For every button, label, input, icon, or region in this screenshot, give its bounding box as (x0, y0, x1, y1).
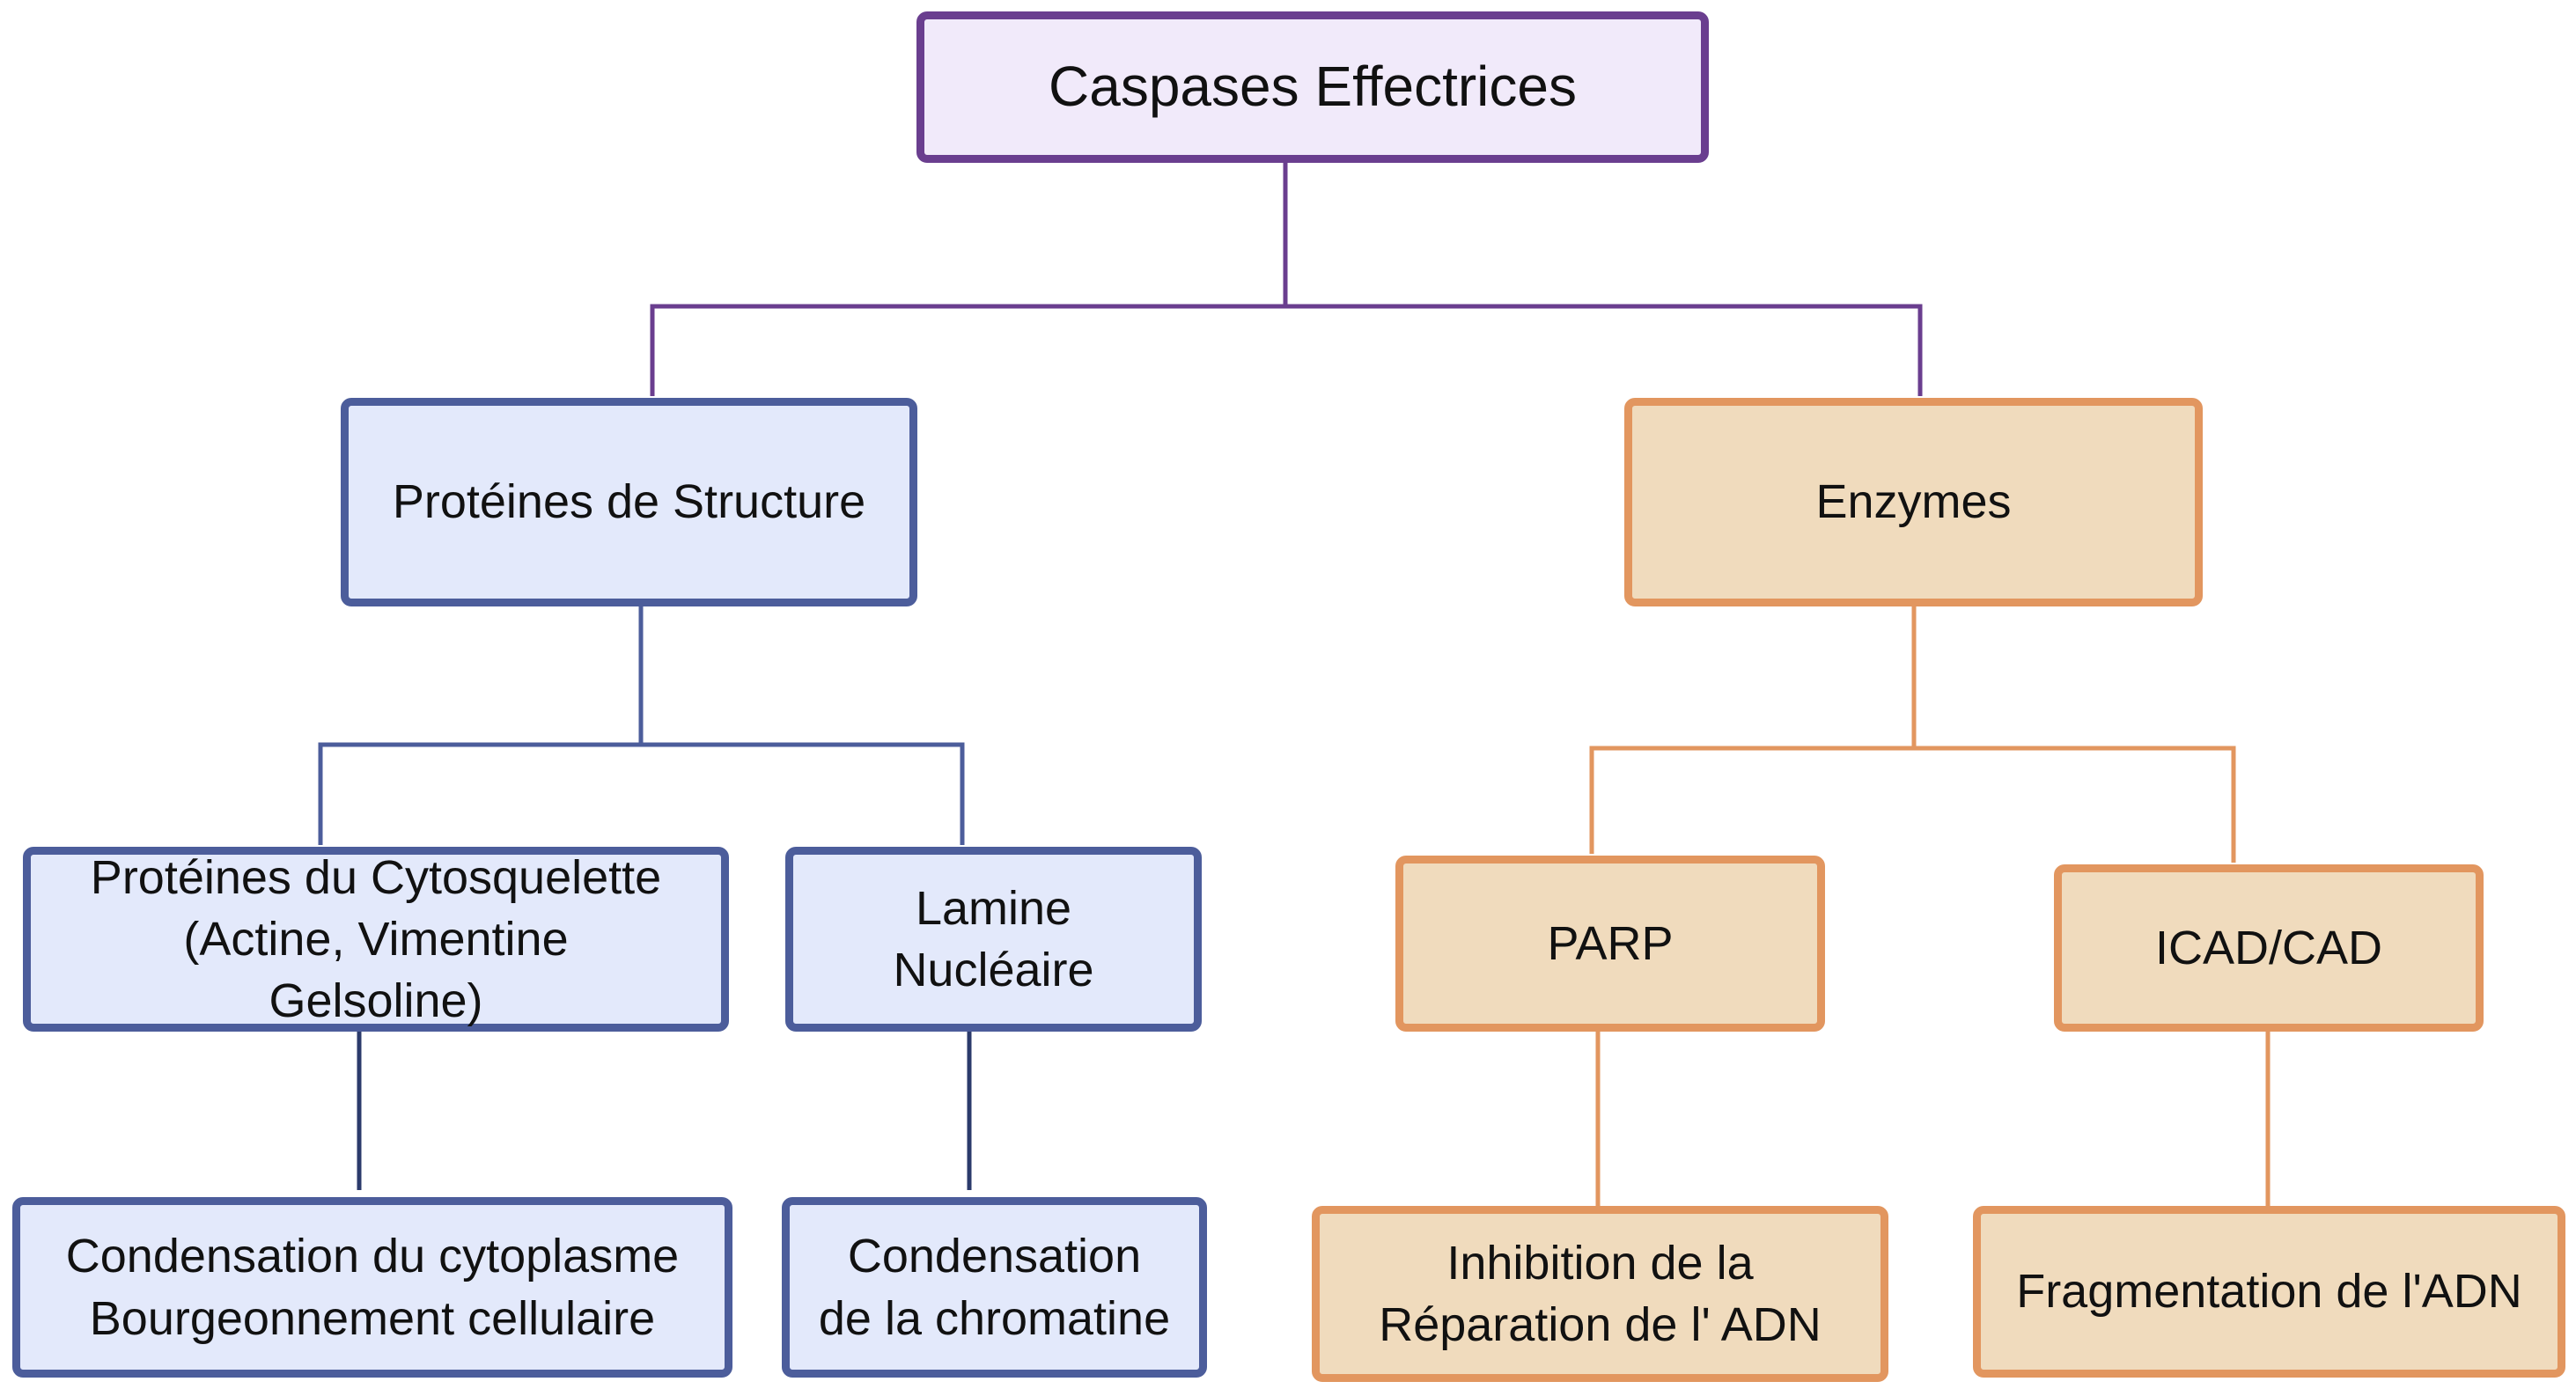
connector-root-branch (650, 304, 1923, 396)
icad-cad-label: ICAD/CAD (2154, 921, 2383, 974)
root-label: Caspases Effectrices (1049, 55, 1577, 119)
structure-label: Protéines de Structure (392, 475, 866, 529)
cytoplasm-effect-node: Condensation du cytoplasme Bourgeonnemen… (12, 1197, 732, 1378)
parp-node: PARP (1395, 856, 1825, 1032)
dna-fragmentation-effect-node: Fragmentation de l'ADN (1973, 1206, 2565, 1378)
root-node: Caspases Effectrices (916, 11, 1709, 163)
connector-enzymes-branch (1589, 746, 2236, 863)
connector-structure-branch (318, 742, 965, 845)
dna-repair-effect-node: Inhibition de la Réparation de l' ADN (1312, 1206, 1888, 1382)
dna-fragmentation-effect-label: Fragmentation de l'ADN (2016, 1265, 2522, 1319)
structure-node: Protéines de Structure (341, 398, 917, 606)
chromatin-effect-node: Condensation de la chromatine (782, 1197, 1207, 1378)
cytosquelette-label: Protéines du Cytosquelette (Actine, Vime… (90, 850, 662, 1028)
enzymes-node: Enzymes (1624, 398, 2203, 606)
lamine-label: Lamine Nucléaire (893, 881, 1094, 996)
parp-label: PARP (1547, 916, 1674, 970)
icad-cad-node: ICAD/CAD (2054, 864, 2484, 1032)
lamine-node: Lamine Nucléaire (785, 847, 1202, 1032)
cytosquelette-node: Protéines du Cytosquelette (Actine, Vime… (23, 847, 729, 1032)
enzymes-label: Enzymes (1815, 475, 2012, 529)
dna-repair-effect-label: Inhibition de la Réparation de l' ADN (1379, 1236, 1822, 1351)
cytoplasm-effect-label: Condensation du cytoplasme Bourgeonnemen… (65, 1230, 680, 1345)
chromatin-effect-label: Condensation de la chromatine (818, 1230, 1171, 1345)
